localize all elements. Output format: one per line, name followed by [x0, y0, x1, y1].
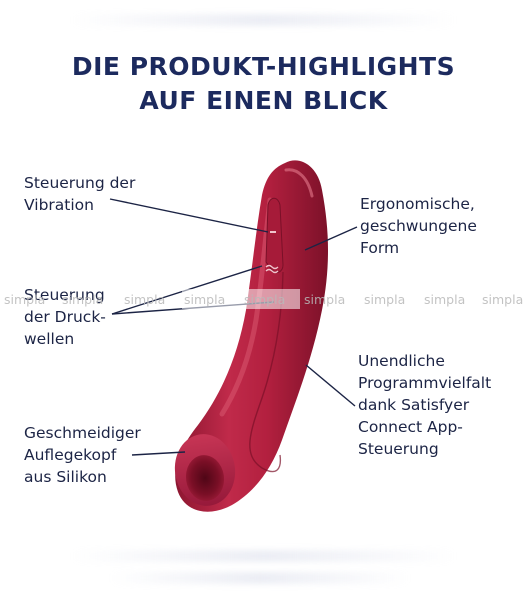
page-title-line-2: AUF EINEN BLICK [139, 86, 388, 115]
label-line: Steuerung [358, 440, 439, 458]
label-line: der Druck- [24, 308, 106, 326]
product-highlight [219, 197, 273, 417]
label-vibration-control: Steuerung der Vibration [24, 172, 135, 216]
label-line: Auflegekopf [24, 446, 117, 464]
watermark-strip: simpla simpla simpla simpla simpla simpl… [0, 286, 527, 312]
watermark-text: simpla [244, 292, 286, 307]
watermark-text: simpla [482, 292, 524, 307]
leader-form [304, 226, 358, 251]
product-sheen [284, 168, 314, 198]
wave-icon [265, 264, 279, 274]
blurred-footer-text [70, 550, 457, 562]
label-line: dank Satisfyer [358, 396, 470, 414]
leader-app [305, 364, 356, 407]
label-line: Geschmeidiger [24, 424, 141, 442]
label-line: aus Silikon [24, 468, 107, 486]
watermark-text: simpla [184, 292, 226, 307]
label-pressure-wave-control: Steuerung der Druck- wellen [24, 284, 106, 350]
product-seam [249, 271, 284, 473]
label-line: geschwungene [360, 217, 477, 235]
label-line: Connect App- [358, 418, 463, 436]
leader-kopf [131, 451, 186, 456]
label-line: Steuerung [24, 286, 105, 304]
watermark-text: simpla [62, 292, 104, 307]
label-line: wellen [24, 330, 75, 348]
label-line: Steuerung der [24, 174, 136, 192]
label-line: Form [360, 239, 400, 257]
page-title-line-1: DIE PRODUKT-HIGHLIGHTS [71, 52, 456, 81]
watermark-text: simpla [304, 292, 346, 307]
blurred-footer-text-2 [110, 572, 410, 584]
label-line: Unendliche [358, 352, 445, 370]
label-silicone-head: Geschmeidiger Auflegekopf aus Silikon [24, 422, 141, 488]
blurred-header-text [70, 14, 457, 26]
label-line: Programmvielfalt [358, 374, 492, 392]
watermark-text: simpla [364, 292, 406, 307]
watermark-text: simpla [424, 292, 466, 307]
label-line: Ergonomische, [360, 195, 475, 213]
label-app-control: Unendliche Programmvielfalt dank Satisfy… [358, 350, 491, 460]
watermark-text: simpla [4, 292, 46, 307]
label-line: Vibration [24, 196, 94, 214]
watermark-text: simpla [124, 292, 166, 307]
leader-vibration [109, 198, 269, 233]
control-panel [265, 197, 284, 273]
watermark-highlight [182, 289, 300, 309]
label-ergonomic-form: Ergonomische, geschwungene Form [360, 193, 477, 259]
silicone-head-opening [185, 455, 225, 501]
